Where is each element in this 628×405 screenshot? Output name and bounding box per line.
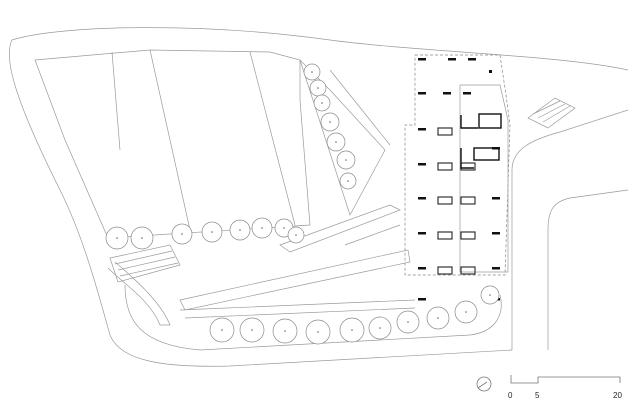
tree-trunk xyxy=(465,311,467,313)
tree-trunk xyxy=(239,229,241,231)
column-piers xyxy=(437,127,476,275)
tree-trunk xyxy=(116,237,118,239)
column xyxy=(443,92,451,95)
tree-trunk xyxy=(295,234,297,236)
column xyxy=(418,267,426,270)
stair-core-upper xyxy=(478,113,502,129)
stepped-seating xyxy=(107,244,181,326)
pier xyxy=(460,231,476,240)
tree-trunk xyxy=(284,330,286,332)
field-parcels xyxy=(34,49,311,239)
tree-trunk xyxy=(379,327,381,329)
tree-trunk xyxy=(317,87,319,89)
scale-label-0: 0 xyxy=(508,391,513,400)
exterior-stairs xyxy=(527,97,576,129)
tree-trunk xyxy=(345,159,347,161)
structural-columns xyxy=(418,58,500,301)
tree-trunk xyxy=(321,102,323,104)
column xyxy=(418,128,426,131)
stair-core-lower xyxy=(473,147,500,161)
column xyxy=(418,298,426,301)
tree-trunk xyxy=(335,141,337,143)
tree-trunk xyxy=(221,329,223,331)
building-outline xyxy=(404,54,511,276)
pier xyxy=(437,127,453,136)
column xyxy=(418,197,426,200)
road-edge-right xyxy=(547,189,628,350)
tree-trunk xyxy=(351,329,353,331)
pier xyxy=(437,196,453,205)
tree-trunk xyxy=(311,71,313,73)
road-edge xyxy=(511,109,628,350)
tree-trunk xyxy=(181,233,183,235)
column xyxy=(492,232,500,235)
tree-trunk xyxy=(211,231,213,233)
tree-trunk xyxy=(261,227,263,229)
column xyxy=(418,92,426,95)
tree-trunk xyxy=(489,294,491,296)
column xyxy=(418,58,426,61)
column xyxy=(463,92,471,95)
pier xyxy=(437,266,453,275)
pier xyxy=(437,231,453,240)
garden-path xyxy=(124,284,502,351)
core-walls xyxy=(460,115,478,169)
building-core xyxy=(459,84,509,273)
tree-trunk xyxy=(317,331,319,333)
scale-label-20: 20 xyxy=(613,391,622,400)
column xyxy=(418,163,426,166)
pier xyxy=(460,162,476,171)
tree-trunk xyxy=(329,121,331,123)
pier xyxy=(460,196,476,205)
tree-trunk xyxy=(347,180,349,182)
tree-trunk xyxy=(141,237,143,239)
pier xyxy=(460,266,476,275)
column xyxy=(448,58,456,61)
column xyxy=(492,197,500,200)
scale-bar: 0 5 20 xyxy=(508,375,622,400)
site-boundary xyxy=(11,27,628,71)
column xyxy=(489,70,492,73)
trees xyxy=(105,63,500,345)
column xyxy=(468,58,476,61)
scale-label-5: 5 xyxy=(535,391,540,400)
tree-trunk xyxy=(407,321,409,323)
pier xyxy=(437,162,453,171)
tree-trunk xyxy=(437,317,439,319)
tree-trunk xyxy=(251,329,253,331)
access-ramp xyxy=(179,204,416,319)
column xyxy=(492,267,500,270)
tree-trunk xyxy=(283,227,285,229)
north-arrow-icon xyxy=(476,376,492,392)
site-boundary-left xyxy=(9,39,513,367)
column xyxy=(418,232,426,235)
